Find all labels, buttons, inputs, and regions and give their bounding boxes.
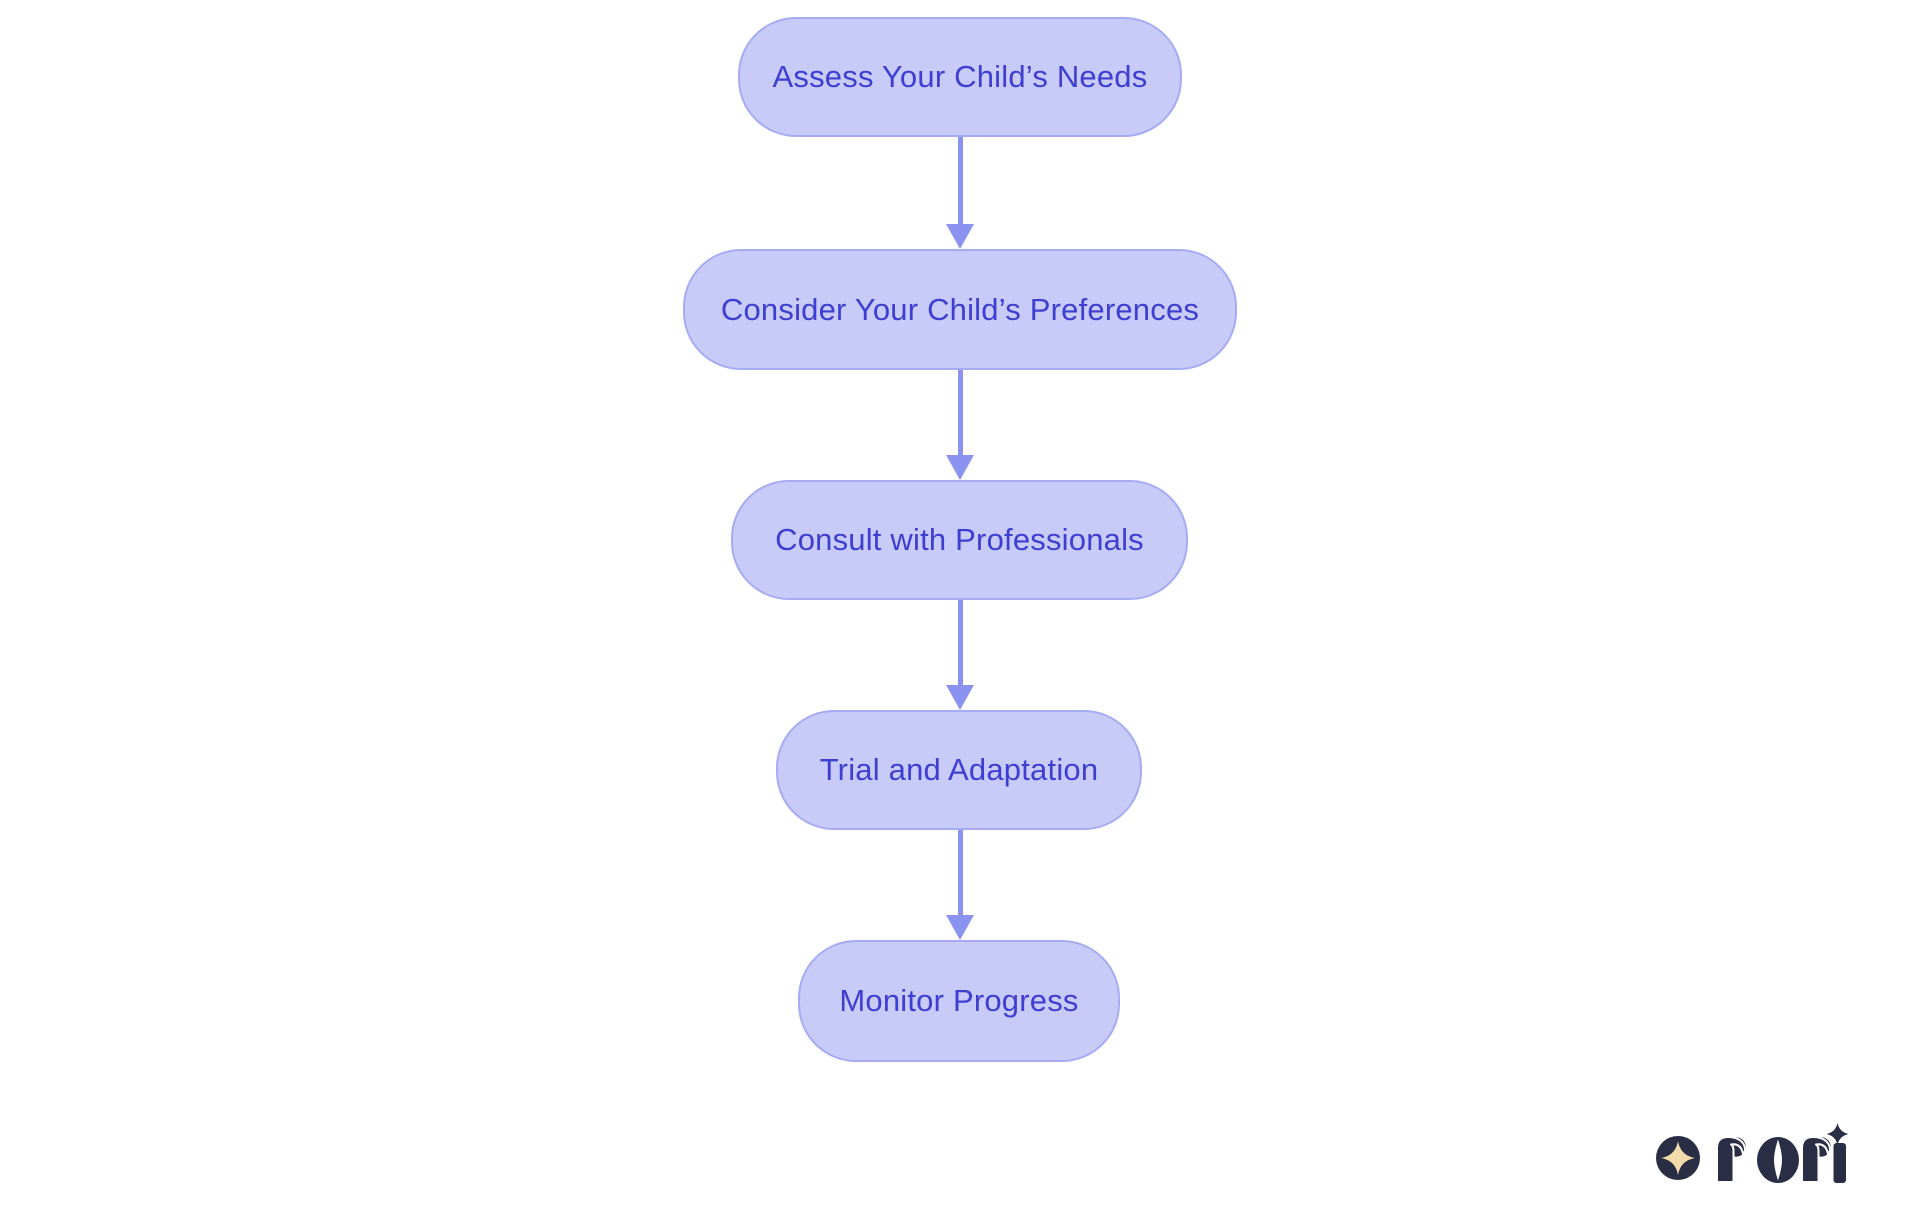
sparkle-circle-icon bbox=[1656, 1136, 1700, 1180]
arrow-head-icon bbox=[946, 224, 974, 249]
arrow-head-icon bbox=[946, 685, 974, 710]
arrow-head-icon bbox=[946, 455, 974, 480]
arrow-head-icon bbox=[946, 915, 974, 940]
flow-arrow-3 bbox=[946, 600, 974, 710]
flow-node-consult: Consult with Professionals bbox=[731, 480, 1188, 600]
flow-node-label: Monitor Progress bbox=[839, 983, 1079, 1018]
logo-wordmark bbox=[1716, 1123, 1849, 1183]
flow-node-label: Consider Your Child’s Preferences bbox=[720, 291, 1200, 327]
arrow-shaft bbox=[957, 600, 963, 692]
flow-node-label: Assess Your Child’s Needs bbox=[772, 59, 1148, 94]
flow-node-trial: Trial and Adaptation bbox=[776, 710, 1142, 830]
arrow-shaft bbox=[957, 830, 963, 922]
sparkle-icon bbox=[1826, 1123, 1849, 1145]
arrow-shaft bbox=[957, 370, 963, 462]
flow-node-assess: Assess Your Child’s Needs bbox=[738, 17, 1182, 137]
flow-node-label: Trial and Adaptation bbox=[819, 752, 1099, 787]
flow-arrow-4 bbox=[946, 830, 974, 940]
arrow-shaft bbox=[957, 137, 963, 231]
rori-logo bbox=[1654, 1118, 1852, 1188]
flow-node-preferences: Consider Your Child’s Preferences bbox=[683, 249, 1237, 370]
flow-arrow-1 bbox=[946, 137, 974, 249]
flow-node-monitor: Monitor Progress bbox=[798, 940, 1120, 1062]
flow-node-label: Consult with Professionals bbox=[775, 522, 1144, 557]
flow-arrow-2 bbox=[946, 370, 974, 480]
